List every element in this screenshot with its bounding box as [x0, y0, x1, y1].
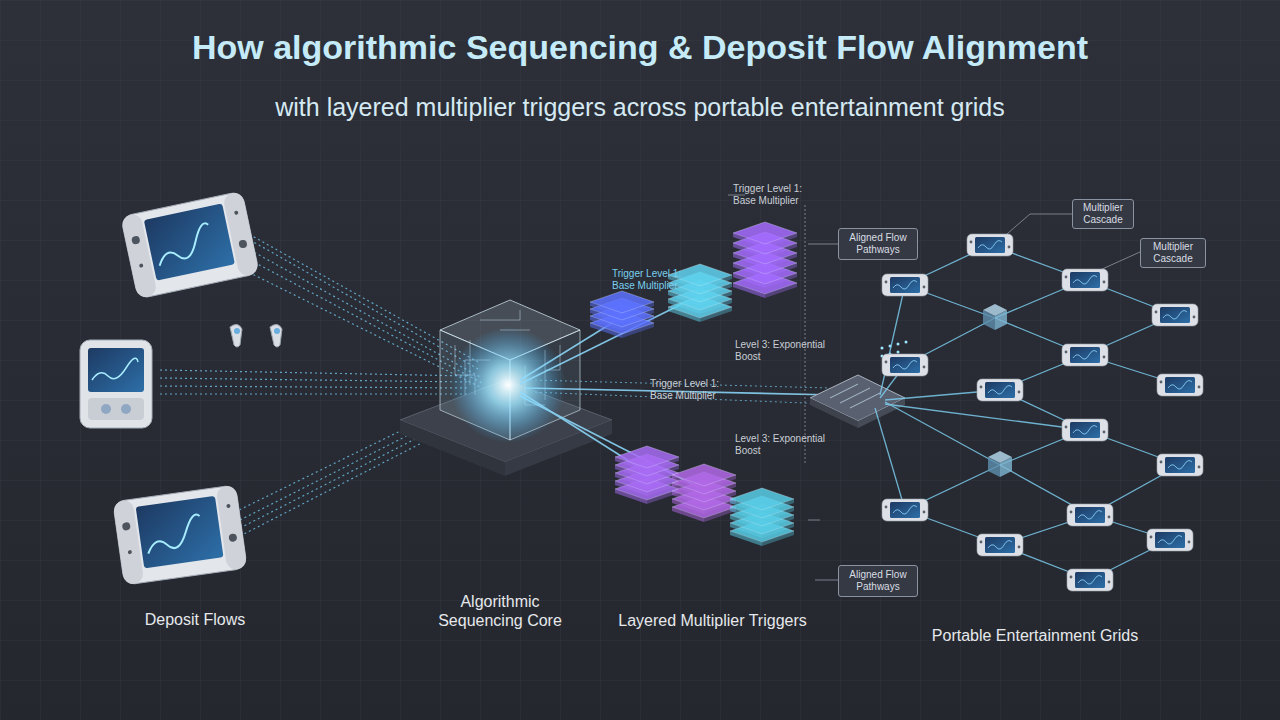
callout-label: Trigger Level 1: Base Multiplier [650, 378, 734, 402]
section-label: Portable Entertainment Grids [895, 626, 1175, 645]
title: How algorithmic Sequencing & Deposit Flo… [0, 28, 1280, 67]
callout-text: Aligned Flow Pathways [841, 569, 915, 593]
callout-label: Trigger Level 1: Base Multiplier [733, 183, 817, 207]
subtitle: with layered multiplier triggers across … [0, 92, 1280, 122]
callout-box: Aligned Flow Pathways [838, 565, 918, 597]
callout-text: Aligned Flow Pathways [841, 232, 915, 256]
callout-box: Aligned Flow Pathways [838, 228, 918, 260]
callout-label: Trigger Level 1: Base Multiplier [612, 268, 696, 292]
callout-text: Multiplier Cascade [1143, 241, 1203, 265]
section-label: Layered Multiplier Triggers [585, 611, 840, 630]
section-label: Algorithmic Sequencing Core [420, 592, 580, 630]
callout-box: Multiplier Cascade [1140, 238, 1206, 268]
callout-label: Level 3: Exponential Boost [735, 433, 827, 457]
callout-text: Multiplier Cascade [1075, 202, 1131, 226]
section-label: Deposit Flows [110, 610, 280, 629]
callout-label: Level 3: Exponential Boost [735, 339, 827, 363]
callout-box: Multiplier Cascade [1072, 199, 1134, 229]
